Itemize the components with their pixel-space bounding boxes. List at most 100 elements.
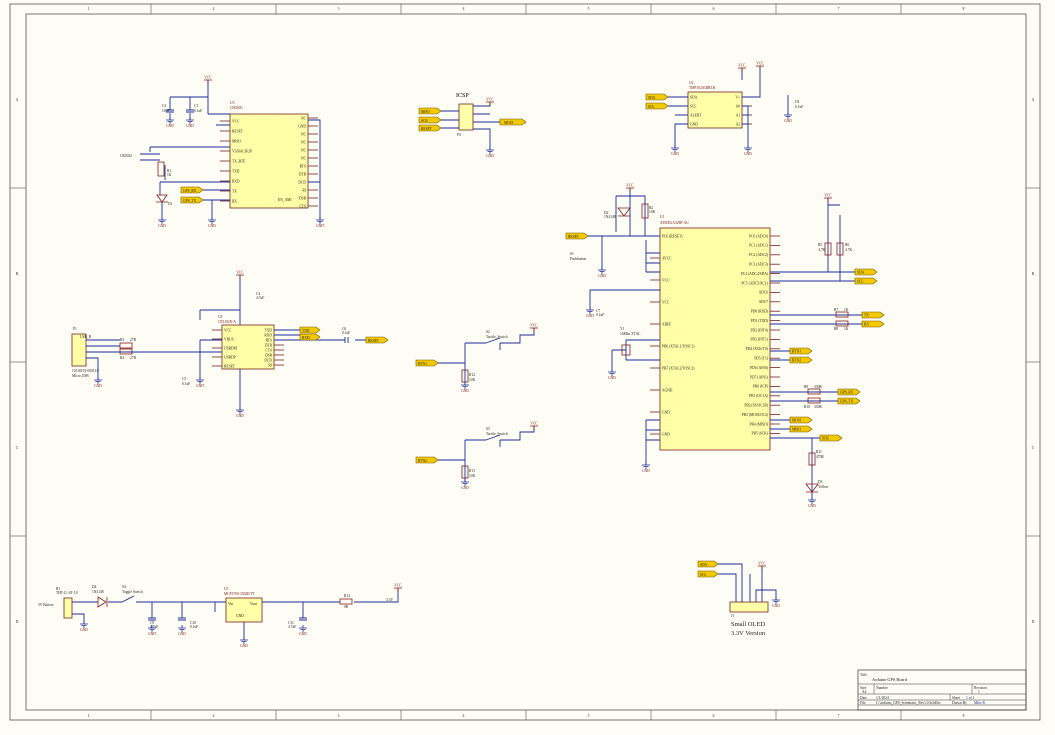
usb-right-pin-5: DSR [265,353,273,357]
power-c10-ref: C10 [190,621,196,625]
ground-symbol: GND [196,377,204,388]
gps-rx-tag-label: GPS_RX [183,189,197,193]
oled-label-2: 3.3V Version [731,630,766,637]
power-c10-val: 0.1uF [190,625,198,629]
mcu-net-tag-miso: MISO [789,425,813,433]
cp2102-ref: U4 [218,315,223,319]
gnd-label-4: GND [316,224,324,228]
usb-right-pin-2: RTS [266,338,272,342]
ldo-regulator-ic [225,597,263,623]
power-r14-val: 0R [344,605,349,609]
gnd-label-12: GND [461,389,469,393]
aref-cap-ref: C7 [596,309,600,313]
vcc-label-2: VCC [486,98,494,102]
tb-revision: 1 [978,690,980,694]
tb-date: 1/1/2024 [876,696,889,700]
series-r8-ref: R8 [834,327,838,331]
ldo-pin-vout: Vout [250,602,257,606]
reset-diode-label: D2 [604,211,609,215]
usb-left-pin-2: USBDM [224,346,238,350]
vcc-label-4: VCC [530,422,538,426]
micro-usb-connector [71,333,87,367]
mcu-net-tag-sck: SCK [819,434,843,442]
vcc-label-5: VCC [626,184,634,188]
oled-sda-tag: SDA [697,560,719,568]
ch340-ref: U3 [230,101,235,105]
mcu-net-tag-mosi: MOSI [789,416,813,424]
mcu-left-pin-7: AGND [662,388,673,392]
vcc-label-6: VCC [738,64,746,68]
gnd-label-22: GND [240,644,248,648]
tmp-right-pin-3: A2 [736,122,741,126]
tb-size: A4 [862,690,867,694]
gnd-label-1: GND [186,124,194,128]
status-led-ref: D3 [818,480,823,484]
mcu-right-pin-5: PC5 (ADC5/SCL) [742,281,769,285]
column-marker-5: 5 [588,7,590,11]
gnd-label-14: GND [598,274,606,278]
power-c11-val: 4.7uF [288,625,296,629]
tmp102-ic [687,91,743,129]
ch340-right-pin-5: NC [301,156,307,160]
led-r11-val: 470R [816,455,824,459]
ch340-c1-ref: C1 [194,104,198,108]
gps-rx-tag: GPS_RX [180,186,204,194]
usb-connector-part: 10118193-0001LF [72,369,99,373]
ground-symbol: GND [166,117,174,128]
row-marker-B: B [16,272,19,276]
ch340-left-pin-3: V3/BACKUP [232,149,252,153]
pullup-r5-ref: R5 [818,243,822,247]
icsp-header [458,103,474,131]
s3-r-val: 10K [469,474,476,478]
ch340-right-pin-10: DSR [299,196,307,200]
reset-diode-icon [617,207,631,217]
tmp-left-pin-1: SCL [690,104,697,108]
button-s3-block: S3 Tactile_Switch R13 10K BTN2 [415,426,535,482]
reset-diode-val: 1N4148 [604,215,616,219]
tmp102-cap-ref: C8 [795,100,799,104]
mcu-right-pin-15: PD7 (AIN1) [750,375,769,379]
mcu-net-tag-label-4: BTN1 [792,349,801,353]
ch340-right-pin-7: DTR [299,172,307,176]
mcu-net-tag-label-7: GPS_TX [840,399,854,403]
gnd-label-17: GND [642,469,650,473]
ground-symbol: GND [208,217,216,228]
column-marker-bottom-7: 7 [838,714,840,718]
ground-symbol: GND [784,112,792,123]
mcu-right-pin-16: PB0 (ICP) [753,385,769,389]
ch340-left-pin-2: MISO [232,139,241,143]
gnd-label-15: GND [586,314,594,318]
gnd-label-6: GND [744,152,752,156]
vcc-symbol: VCC [204,76,212,84]
mcu-net-tag-label-3: TX [864,313,869,317]
row-marker-right-D: D [1032,620,1035,624]
series-r7-val: 1K [844,308,849,312]
ch340-resistor [157,161,165,177]
ch340-battery-label: CR2032 [120,154,132,158]
vcc-label-1: VCC [236,271,244,275]
mcu-reset-tag: RESET [565,232,589,240]
pullup-r5-val: 4.7K [818,248,825,252]
ch340-r1-val: 1K [167,173,172,177]
oled-label-1: Small OLED [731,621,765,628]
series-r10-ref: R10 [804,405,810,409]
tmp-scl-tag-label: SCL [648,105,655,109]
tmp102-ref: U2 [689,81,694,85]
mcu-left-pin-3: VCC [662,300,670,304]
column-marker-bottom-6: 6 [713,714,715,718]
battery-holder [63,597,73,619]
ch340-led-icon [156,194,168,203]
battery-ref: B1 [56,587,60,591]
vcc-label-3: VCC [530,324,538,328]
gnd-label-21: GND [178,632,186,636]
sck-tag-label: SCK [421,119,428,123]
tmp-right-pin-2: A1 [736,113,741,117]
column-marker-1: 1 [88,7,90,11]
mcu-right-pin-12: PD4 (XCK/T0) [746,347,769,351]
tb-drawn-label: Drawn By [952,701,967,705]
vcc-symbol: VCC [738,64,746,72]
gnd-label-10: GND [196,384,204,388]
